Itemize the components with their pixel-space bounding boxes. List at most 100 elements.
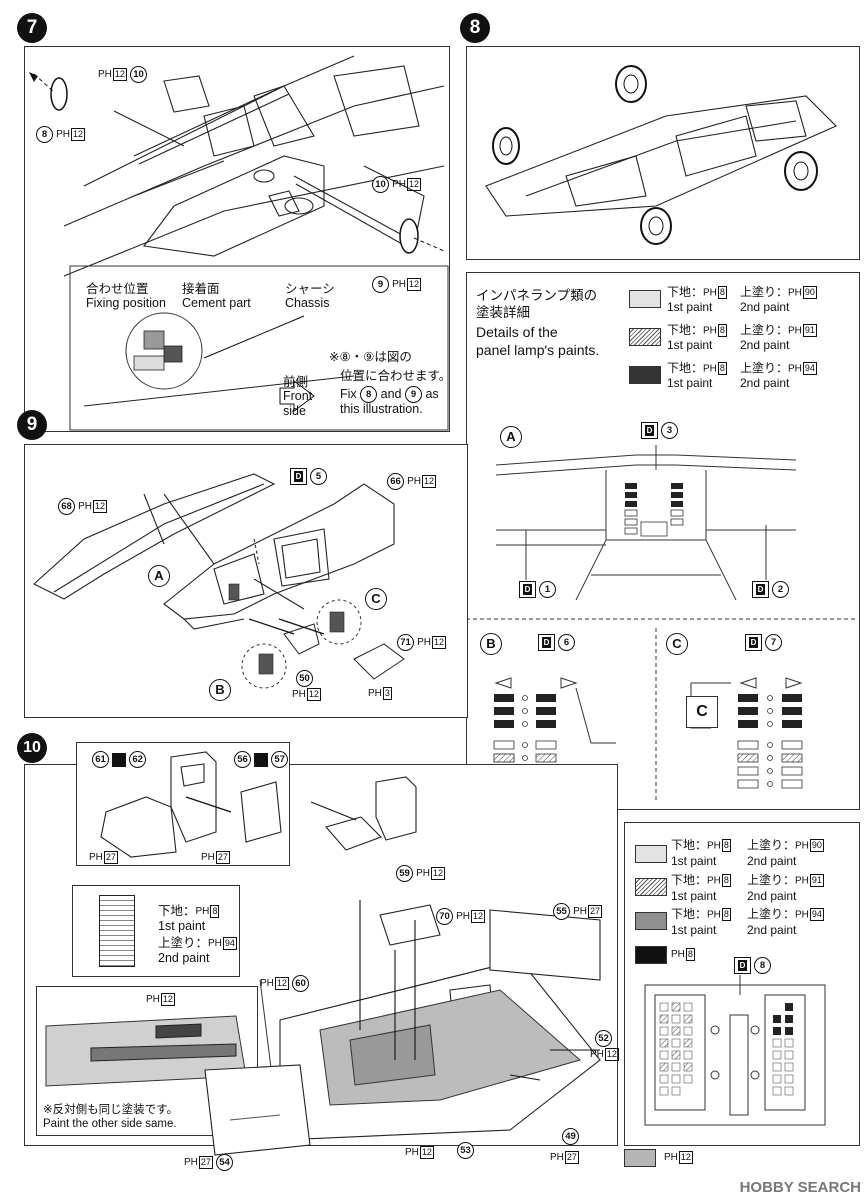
decal-icon: D: [290, 468, 307, 485]
label-c-inner: C: [686, 696, 718, 728]
front-side-en1: Front: [283, 389, 313, 403]
gray-swatch-bottom: [624, 1149, 656, 1167]
top-coat-jp: 上塗り：: [747, 873, 796, 887]
paint-code: 12: [92, 500, 107, 513]
paint-row-2-top-en: 2nd paint: [740, 338, 790, 352]
part-number: 70: [436, 908, 453, 925]
base-coat-jp: 下地：: [671, 907, 708, 921]
legend-swatch-black: [635, 946, 667, 964]
ph-label: PH: [78, 501, 92, 512]
legend-row-2-base-en: 1st paint: [671, 889, 717, 903]
dash-a-diagram: [495, 445, 797, 601]
base-coat-jp: 下地：: [671, 873, 708, 887]
watermark: HOBBY SEARCH: [739, 1179, 861, 1196]
paint-code: 12: [430, 867, 445, 880]
ph-label: PH: [590, 1049, 604, 1060]
paint-code: 12: [112, 68, 127, 81]
top-coat-jp: 上塗り：: [747, 907, 796, 921]
ph-label: PH: [707, 875, 721, 887]
top-coat-jp: 上塗り：: [740, 323, 789, 337]
console-decal-diagram: [644, 975, 826, 1126]
note-jp2: 位置に合わせます。: [340, 368, 452, 383]
ph-label: PH: [707, 840, 721, 852]
ph-label: PH: [146, 994, 160, 1005]
paint-code: 27: [198, 1156, 213, 1169]
ph-label: PH: [703, 287, 717, 299]
part-52: 52: [595, 1030, 612, 1047]
pair-icon: [112, 752, 127, 767]
ph-label: PH: [392, 179, 406, 190]
paint-code: 12: [274, 977, 289, 990]
part-number: 8: [360, 386, 378, 403]
step9-dash-illustration: [33, 473, 405, 689]
paint-code: 12: [470, 910, 485, 923]
paint-code: 94: [802, 362, 817, 376]
paint-code: 94: [222, 937, 237, 951]
legend-swatch-light: [635, 845, 667, 863]
legend-swatch-mid: [635, 912, 667, 930]
lamp-c-d7: D 7: [745, 634, 783, 651]
ph-label: PH: [573, 906, 587, 917]
part-number: 5: [310, 468, 328, 485]
decal-icon: D: [752, 581, 769, 598]
paint-swatch-dark: [629, 366, 661, 384]
paint-code: 12: [421, 475, 436, 488]
legend-d8: D 8: [734, 957, 772, 974]
ph-label: PH: [788, 287, 802, 299]
part-number: 68: [58, 498, 75, 515]
paint-code: 27: [564, 1151, 579, 1164]
strip-callout-box: [72, 885, 240, 977]
paint-swatch-light: [629, 290, 661, 308]
part-53: 53: [457, 1142, 474, 1159]
paint-code: 94: [809, 908, 824, 922]
cement-part-jp: 接着面: [182, 281, 220, 296]
part-number: 52: [595, 1030, 612, 1047]
note-en2: this illustration.: [340, 402, 423, 416]
seat-parts-56-57: 56 57: [234, 751, 289, 768]
door-panel-illustration: [204, 1064, 311, 1156]
part-49: 49: [562, 1128, 579, 1145]
ph-label: PH: [260, 978, 274, 989]
part-number: 61: [92, 751, 109, 768]
paint-details-title-jp1: インパネランプ類の: [476, 288, 598, 304]
fixing-position-en: Fixing position: [86, 296, 166, 310]
front-side-en2: side: [283, 404, 306, 418]
part-number: 60: [291, 975, 309, 992]
ph-label: PH: [664, 1152, 678, 1163]
paint-code: 27: [103, 851, 118, 864]
base-coat-jp: 下地：: [671, 838, 708, 852]
step9-part-50: 50: [296, 670, 313, 687]
top-coat-jp: 上塗り：: [740, 285, 789, 299]
paint-details-title-en1: Details of the: [476, 324, 558, 340]
ph-label: PH: [788, 363, 802, 375]
legend-row-1-top-en: 2nd paint: [747, 854, 797, 868]
paint-code: 8: [210, 905, 220, 919]
paint-code: 90: [802, 286, 817, 300]
base-coat-jp: 下地：: [667, 285, 704, 299]
top-coat-jp: 上塗り：: [740, 361, 789, 375]
cement-part-en: Cement part: [182, 296, 251, 310]
part-number: 1: [539, 581, 557, 598]
part-number: 55: [553, 903, 570, 920]
paint-code: 3: [382, 687, 392, 700]
note-jp1: ※⑧・⑨は図の: [329, 349, 412, 364]
interior-tub-illustration: [259, 900, 601, 1141]
chassis-jp: シャーシ: [285, 281, 335, 296]
lamp-b-d6: D 6: [538, 634, 576, 651]
top-coat-jp: 上塗り：: [747, 838, 796, 852]
decal-icon: D: [641, 422, 658, 439]
